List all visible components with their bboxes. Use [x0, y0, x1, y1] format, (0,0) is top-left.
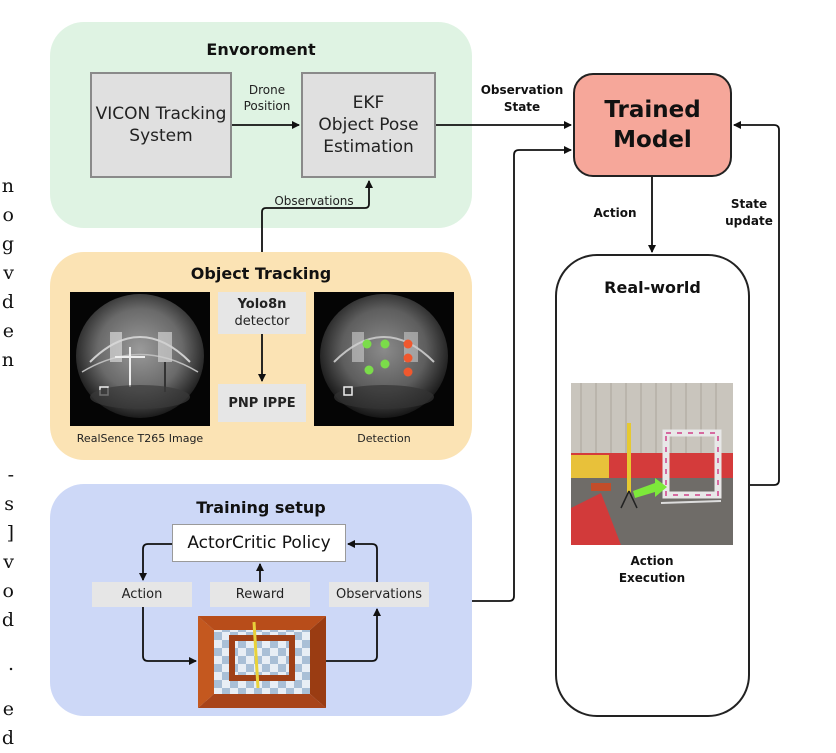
realsense-caption: RealSence T265 Image: [76, 432, 204, 445]
real-world-graphic: [571, 383, 733, 545]
margin-fragment: v: [3, 551, 14, 573]
margin-fragment: o: [2, 580, 14, 602]
fisheye-right-graphic: [320, 294, 448, 418]
arrow-training-to-model: [472, 146, 572, 602]
yolo-detector-box: Yolo8n detector: [218, 292, 306, 334]
arrow-state-update: [733, 121, 780, 486]
drone-line-2: Position: [243, 99, 291, 113]
training-setup-title: Training setup: [196, 498, 326, 517]
margin-fragment: d: [1, 609, 14, 631]
trained-model-line-1: Trained: [604, 97, 701, 123]
margin-fragment: e: [2, 320, 14, 342]
reward-box: Reward: [210, 582, 310, 607]
arrow-tracking-to-ekf: [261, 180, 373, 252]
object-tracking-title: Object Tracking: [190, 264, 332, 283]
arrow-action-to-sim: [142, 607, 197, 665]
vicon-line-2: System: [129, 126, 193, 146]
drone-line-1: Drone: [248, 83, 286, 97]
margin-fragment: d: [1, 291, 14, 313]
fisheye-left-graphic: [76, 294, 204, 418]
observations-label-env: Observations: [274, 194, 354, 208]
margin-fragment: n: [1, 349, 14, 371]
simulation-image: [198, 616, 326, 708]
margin-fragment: .: [7, 653, 14, 675]
margin-fragment: s: [4, 493, 14, 515]
detection-image: [314, 292, 454, 426]
action-execution-label: Action Execution: [600, 553, 704, 587]
margin-fragment: v: [3, 262, 14, 284]
observation-state-line-1: Observation: [480, 83, 564, 97]
ekf-box: EKF Object Pose Estimation: [301, 72, 436, 178]
action-label: Action: [593, 206, 637, 220]
ekf-line-1: EKF: [352, 93, 385, 113]
simulation-graphic: [198, 616, 326, 708]
arrow-policy-to-action: [139, 543, 172, 581]
observation-state-line-2: State: [503, 100, 541, 114]
trained-model-box: Trained Model: [573, 73, 732, 177]
state-update-line-2: update: [725, 214, 773, 228]
actorcritic-policy-box: ActorCritic Policy: [172, 524, 346, 562]
action-box: Action: [92, 582, 192, 607]
vicon-box: VICON Tracking System: [90, 72, 232, 178]
ekf-line-2: Object Pose: [318, 115, 419, 135]
realsense-image: [70, 292, 210, 426]
pnp-ippe-box: PNP IPPE: [218, 384, 306, 422]
state-update-line-1: State: [730, 197, 768, 211]
margin-fragment: n: [1, 175, 14, 197]
real-world-title: Real-world: [604, 278, 701, 297]
vicon-line-1: VICON Tracking: [95, 104, 227, 124]
trained-model-line-2: Model: [613, 127, 692, 153]
detection-caption: Detection: [357, 432, 411, 445]
action-execution-line-1: Action: [630, 554, 674, 568]
margin-fragment: g: [1, 233, 14, 255]
observations-box: Observations: [329, 582, 429, 607]
action-execution-line-2: Execution: [618, 571, 686, 585]
real-world-photo: [571, 383, 733, 545]
drone-position-label: Drone Position: [234, 82, 300, 114]
yolo-line-1: Yolo8n: [237, 297, 287, 312]
state-update-label: State update: [718, 196, 780, 230]
environment-title: Envoroment: [206, 40, 316, 59]
margin-fragment: -: [7, 464, 14, 486]
margin-fragment: d: [1, 727, 14, 749]
arrow-sim-to-observations: [326, 608, 381, 662]
margin-fragment: e: [2, 698, 14, 720]
margin-fragment: ]: [6, 522, 14, 544]
margin-fragment: o: [2, 204, 14, 226]
arrow-observations-to-policy: [347, 540, 378, 582]
yolo-line-2: detector: [234, 314, 290, 329]
ekf-line-3: Estimation: [323, 137, 414, 157]
observation-state-label: Observation State: [474, 82, 570, 116]
